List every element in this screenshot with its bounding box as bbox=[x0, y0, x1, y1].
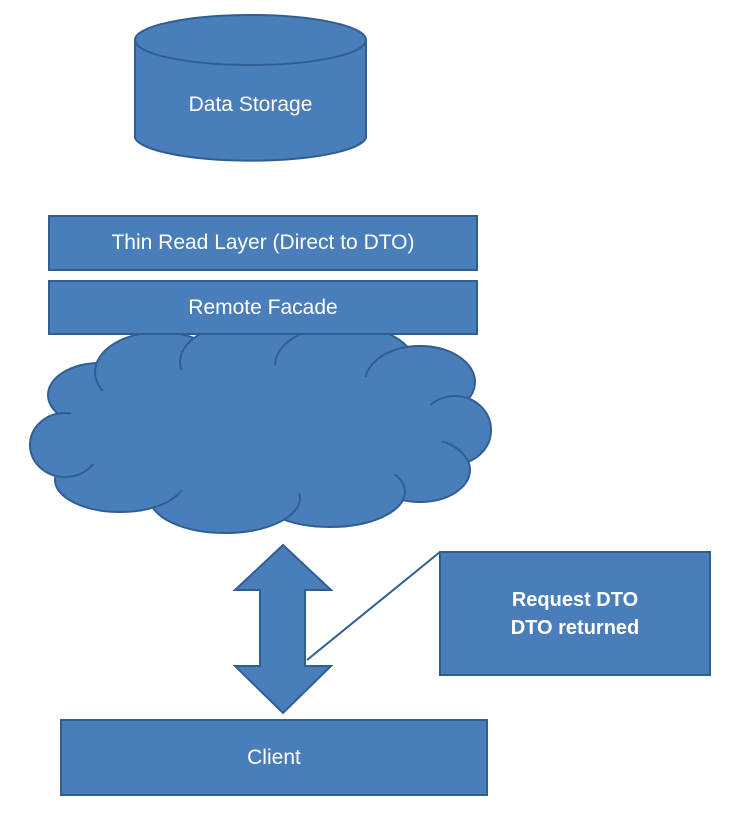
data-storage-cylinder bbox=[134, 14, 367, 162]
data-storage-label: Data Storage bbox=[188, 93, 313, 117]
dto-callout-box: Request DTO DTO returned bbox=[439, 551, 711, 676]
client-label: Client bbox=[247, 745, 301, 769]
network-cloud bbox=[29, 321, 492, 534]
callout-connector bbox=[306, 551, 441, 661]
thin-read-layer-box: Thin Read Layer (Direct to DTO) bbox=[48, 215, 478, 271]
callout-line-request: Request DTO bbox=[511, 588, 639, 611]
client-box: Client bbox=[60, 719, 488, 796]
request-response-arrow bbox=[232, 543, 334, 715]
remote-facade-box: Remote Facade bbox=[48, 280, 478, 335]
remote-facade-label: Remote Facade bbox=[188, 295, 338, 319]
thin-read-layer-label: Thin Read Layer (Direct to DTO) bbox=[111, 231, 415, 255]
callout-line-returned: DTO returned bbox=[510, 616, 640, 639]
